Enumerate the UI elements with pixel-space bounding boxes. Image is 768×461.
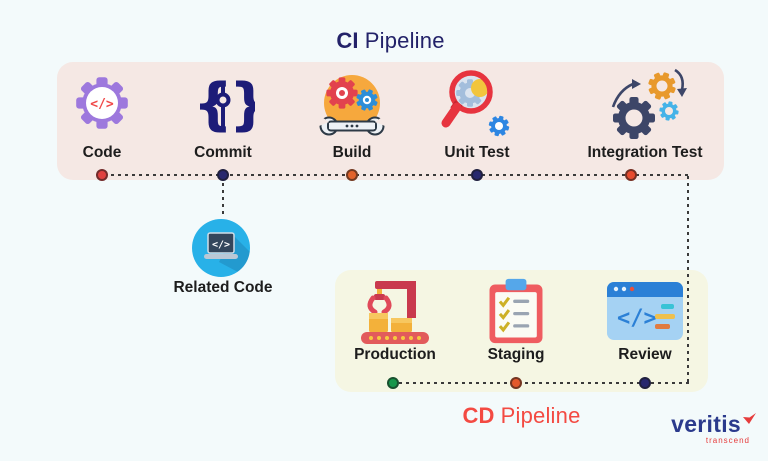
related-code-label: Related Code [173,279,273,296]
stage-staging: Staging [456,276,576,364]
veritis-tagline: transcend [705,436,750,445]
ci-title-rest: Pipeline [364,28,445,53]
stage-label: Commit [194,144,252,161]
three-gears-cycle-icon [611,68,687,139]
veritis-wordmark: veritis [671,411,741,437]
ci-to-cd-connector [687,176,689,383]
veritis-logo: veritis transcend [671,412,756,445]
cd-title-bold: CD [462,403,495,428]
connector-dot-commit [217,169,229,181]
connector-dot-code [96,169,108,181]
related-code-node: </> [191,218,251,283]
stage-build: Build [272,66,432,162]
browser-code-icon: </> [607,282,683,340]
stage-production: Production [335,276,455,364]
connector-dot-unit-test [471,169,483,181]
crane-conveyor-icon [361,281,429,344]
gears-and-wrench-icon [319,75,385,136]
stage-integration-test: Integration Test [565,66,725,162]
svg-text:</>: </> [90,97,114,112]
cd-flow-connector [392,382,689,384]
connector-dot-review [639,377,651,389]
laptop-code-circle-icon: </> [192,219,250,277]
stage-label: Integration Test [587,144,703,161]
stage-label: Staging [487,346,545,363]
stage-label: Code [82,144,122,161]
connector-dot-integration-test [625,169,637,181]
ci-pipeline-panel [57,62,724,180]
svg-text:</>: </> [617,306,657,331]
cd-title-rest: Pipeline [500,403,581,428]
connector-dot-build [346,169,358,181]
commit-branch-connector [222,176,224,218]
ci-title-bold: CI [336,28,359,53]
connector-dot-production [387,377,399,389]
stage-label: Unit Test [444,144,510,161]
stage-label: Review [618,346,672,363]
ci-flow-connector [97,174,689,176]
git-commit-braces-icon: { } [193,72,255,137]
stage-review: </> Review [585,276,705,364]
stage-code: </> Code [22,66,182,162]
connector-dot-staging [510,377,522,389]
stage-label: Production [354,346,436,363]
svg-text:</>: </> [212,240,230,251]
checklist-clipboard-icon [489,278,543,344]
stage-label: Build [332,144,372,161]
veritis-check-icon [743,413,756,424]
stage-unit-test: Unit Test [397,66,557,162]
svg-text:}: } [229,72,255,137]
purple-gear-code-icon: </> [76,77,128,129]
stage-commit: { } Commit [143,66,303,162]
magnifier-over-gear-icon [441,70,512,139]
